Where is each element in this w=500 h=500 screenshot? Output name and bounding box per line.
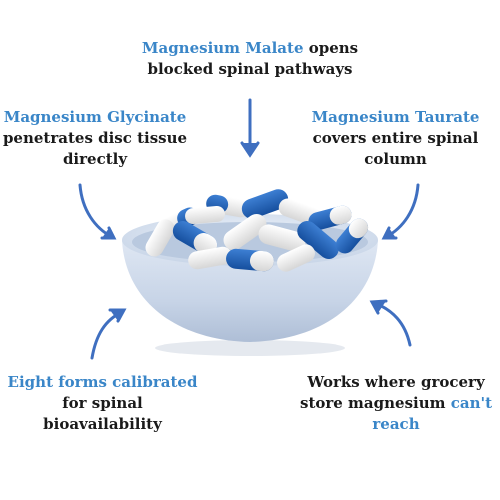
callout-top-line1-rest: opens [303,39,359,57]
callout-bottom-left: Eight forms calibrated for spinal bioava… [0,372,205,435]
callout-top-line2: blocked spinal pathways [147,60,353,78]
callout-right-line2: covers entire spinal [312,129,479,147]
callout-top: Magnesium Malate opens blocked spinal pa… [95,38,405,80]
callout-bottom-right-line1: Works where grocery [307,373,485,391]
callout-bottom-right-line2-text: store magnesium [300,394,451,412]
callout-bottom-right: Works where grocery store magnesium can'… [292,372,500,435]
callout-left-highlight: Magnesium Glycinate [3,108,187,126]
curved-arrow-icon [369,299,412,347]
bowl-shadow [155,340,345,356]
callout-left-line3: directly [62,150,128,168]
curved-arrow-icon [78,183,117,240]
callout-bottom-right-line2-highlight: can't [450,394,492,412]
callout-left: Magnesium Glycinate penetrates disc tiss… [0,107,190,170]
curved-arrow-icon [90,308,127,360]
callout-bottom-left-line2: for spinal [62,394,143,412]
capsules [145,189,369,272]
callout-left-line2: penetrates disc tissue [2,129,188,147]
callout-bottom-left-highlight: Eight forms calibrated [7,373,198,391]
callout-bottom-right-line3-highlight: reach [372,415,420,433]
callout-right-highlight: Magnesium Taurate [311,108,480,126]
callout-right: Magnesium Taurate covers entire spinal c… [298,107,493,170]
curved-arrow-icon [381,183,420,240]
callout-top-highlight: Magnesium Malate [141,39,304,57]
arrow-down-icon [240,98,260,158]
callout-bottom-left-line3: bioavailability [43,415,162,433]
callout-right-line3: column [364,150,427,168]
